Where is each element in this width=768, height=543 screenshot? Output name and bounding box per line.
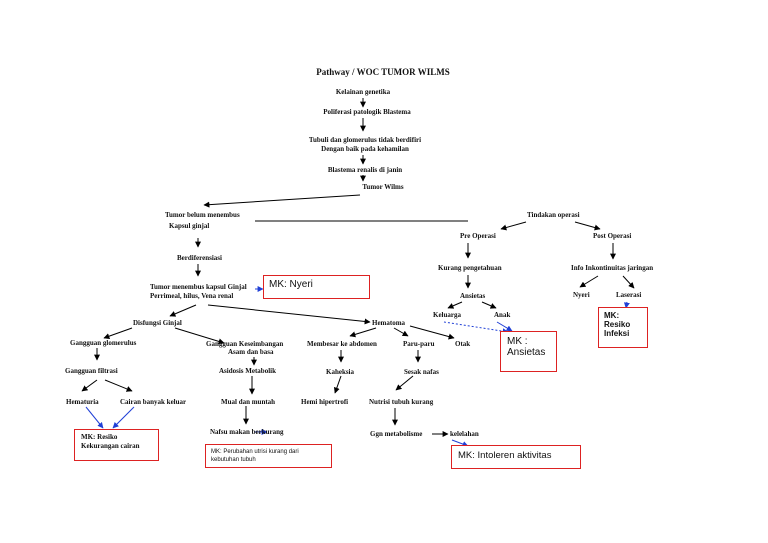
mk-cairan-label-1: MK: Resiko [81, 433, 118, 441]
mk-nutrisi-label: MK: Perubahan utrisi kurang dari kebutuh… [211, 449, 299, 463]
node-tumor-wilms: Tumor Wilms [362, 183, 404, 191]
arrow-tindakan-post [574, 221, 601, 231]
node-nyeri: Nyeri [573, 291, 590, 299]
node-kaheksia: Kaheksia [326, 368, 355, 376]
node-tindakan-operasi: Tindakan operasi [527, 211, 580, 219]
node-nafsu-makan: Nafsu makan berkurang [210, 428, 284, 436]
node-ansietas: Ansietas [460, 292, 486, 300]
arrow-sesak-nutrisi [395, 375, 414, 391]
node-belum-menembus-line-1: Tumor belum menembus [165, 211, 240, 219]
arrow-hematoma-membesar [349, 327, 377, 338]
node-asidosis-metabolik: Asidosis Metabolik [219, 367, 276, 375]
node-sesak-nafas: Sesak nafas [404, 368, 439, 376]
arrow-disfungsi-glom [103, 327, 133, 340]
node-pre-operasi: Pre Operasi [460, 232, 496, 240]
mk-cairan-label-2: Kekurangan cairan [81, 442, 140, 450]
mk-ansietas-label-2: Ansietas [507, 347, 546, 358]
mk-box-resiko-infeksi: MK: Resiko Infeksi [598, 307, 648, 348]
mk-box-resiko-cairan: MK: Resiko Kekurangan cairan [74, 429, 159, 461]
arrow-filtrasi-hematuria [81, 379, 98, 392]
node-membesar-abdomen: Membesar ke abdomen [307, 340, 377, 348]
arrow-ansietas-anak [481, 301, 497, 309]
arrow-filtrasi-cairan [104, 379, 133, 392]
mk-nyeri-label: MK: Nyeri [269, 279, 313, 290]
blue-arrow-anak-mk [496, 321, 513, 332]
arrow-info-nyeri [579, 275, 599, 288]
arrow-disfungsi-kesimbangan [174, 327, 225, 345]
node-kurang-pengetahuan: Kurang pengetahuan [438, 264, 502, 272]
node-berdiferensiasi: Berdiferensiasi [177, 254, 222, 262]
mk-box-intoleren: MK: Intoleren aktivitas [451, 445, 581, 469]
node-blastema-renalis: Blastema renalis di janin [327, 166, 403, 174]
arrow-wilms-belum [203, 194, 361, 208]
arrow-ansietas-keluarga [447, 301, 463, 309]
node-belum-menembus-line-2: Kapsul ginjal [169, 222, 210, 230]
arrow-hematoma-otak [409, 325, 455, 340]
node-laserasi: Laserasi [616, 291, 642, 299]
arrow-tindakan-pre [500, 221, 527, 231]
node-poliferasi: Poliferasi patologik Blastema [323, 108, 411, 116]
node-info-inkontinuitas: Info Inkontinuitas jaringan [571, 264, 654, 272]
diagram-title: Pathway / WOC TUMOR WILMS [316, 67, 450, 77]
node-post-operasi: Post Operasi [593, 232, 632, 240]
arrow-info-laserasi [622, 275, 635, 289]
node-cairan-keluar: Cairan banyak keluar [120, 398, 187, 406]
arrow-menembus-disfungsi [169, 304, 197, 317]
mk-box-ansietas: MK : Ansietas [500, 331, 557, 372]
arrow-hematoma-paru [393, 327, 409, 337]
node-nutrisi-kurang: Nutrisi tubuh kurang [369, 398, 434, 406]
node-keseimbangan-line-1: Gangguan Keseimbangan [206, 340, 284, 348]
node-hemi-hipertrofi: Hemi hipertrofi [301, 398, 349, 406]
node-tubuli-line-1: Tubuli dan glomerulus tidak berdifiri [308, 136, 422, 144]
mk-box-nyeri: MK: Nyeri [263, 275, 370, 299]
node-mual-muntah: Mual dan muntah [221, 398, 276, 406]
mk-ansietas-label-1: MK : [507, 336, 528, 347]
mk-intoleren-label: MK: Intoleren aktivitas [458, 450, 552, 461]
node-gangguan-filtrasi: Gangguan filtrasi [65, 367, 118, 375]
blue-arrow-cairan-mk [112, 406, 135, 429]
node-kelainan-genetika: Kelainan genetika [335, 88, 391, 96]
node-tubuli-line-2: Dengan baik pada kehamilan [321, 145, 409, 153]
arrow-menembus-hematoma [207, 304, 371, 325]
node-gangguan-glomerulus: Gangguan glomerulus [70, 339, 137, 347]
node-kelelahan: kelelahan [450, 430, 479, 438]
mk-infeksi-label-1: MK: [604, 311, 620, 320]
mk-box-nutrisi: MK: Perubahan utrisi kurang dari kebutuh… [205, 444, 332, 468]
node-disfungsi-ginjal: Disfungsi Ginjal [133, 319, 182, 327]
node-paru-paru: Paru-paru [403, 340, 435, 348]
node-hematuria: Hematuria [66, 398, 99, 406]
blue-arrow-keluarga-mk [443, 321, 509, 335]
node-menembus-line-2: Perrimeal, hilus, Vena renal [150, 292, 234, 300]
arrow-kaheksia-hemi [333, 375, 342, 394]
mk-infeksi-label-2: Resiko [604, 320, 631, 329]
node-otak: Otak [455, 340, 471, 348]
node-keseimbangan-line-2: Asam dan basa [228, 348, 274, 356]
node-keluarga: Keluarga [433, 311, 461, 319]
node-ggn-metabolisme: Ggn metabolisme [370, 430, 423, 438]
blue-arrow-hematuria-mk [85, 406, 104, 429]
node-hematoma: Hematoma [372, 319, 406, 327]
mk-infeksi-label-3: Infeksi [604, 329, 630, 338]
node-menembus-line-1: Tumor menembus kapsul Ginjal [150, 283, 247, 291]
node-anak: Anak [494, 311, 511, 319]
